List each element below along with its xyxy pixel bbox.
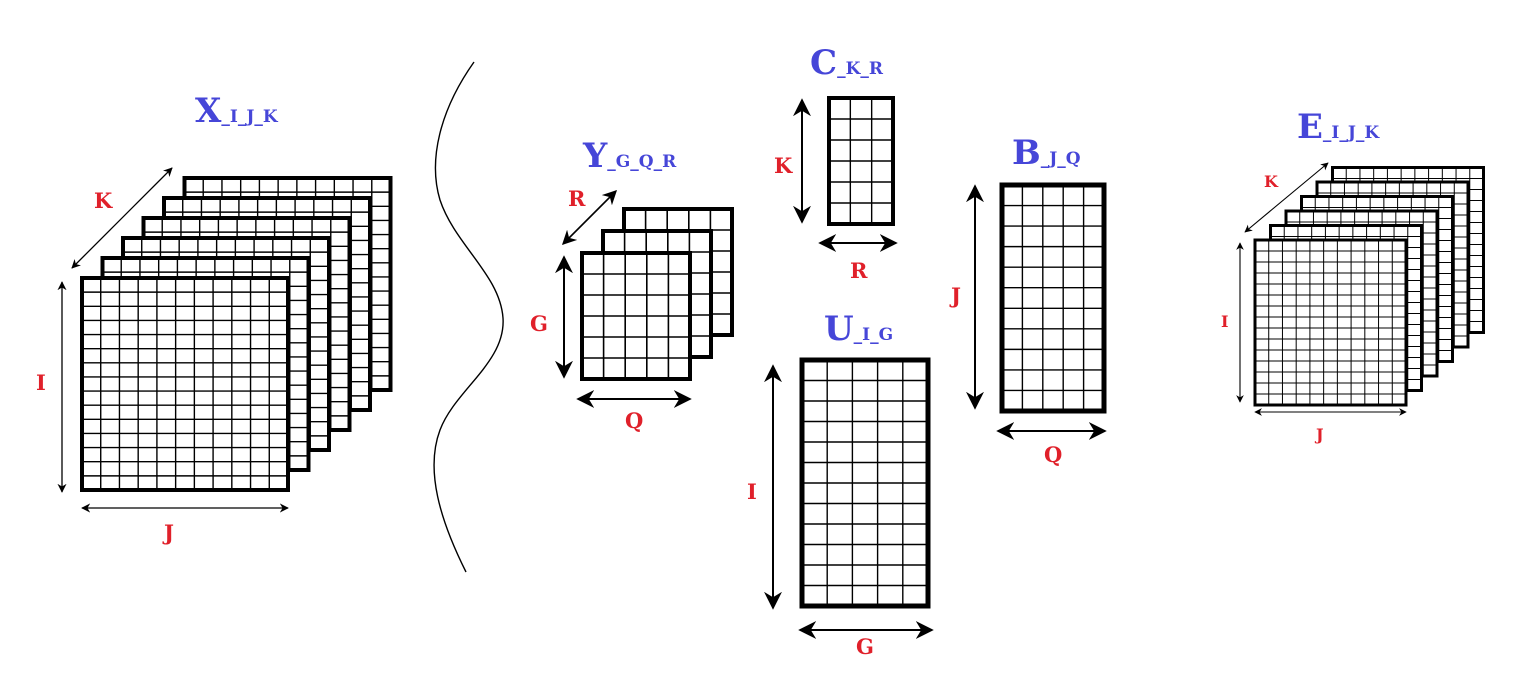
tensor-y-r-arrow bbox=[561, 189, 618, 246]
matrix-b-j-label: J bbox=[949, 283, 961, 308]
tensor-e-stack bbox=[1253, 166, 1485, 407]
matrix-b-title: B_J_Q bbox=[1012, 133, 1081, 173]
tensor-e-j-label: J bbox=[1314, 425, 1324, 444]
approx-separator-curve bbox=[433, 61, 504, 573]
tensor-y-slice bbox=[580, 251, 692, 381]
matrix-c-r-label: R bbox=[850, 258, 868, 283]
tensor-e-slice bbox=[1253, 238, 1408, 407]
tensor-x-title: X_I_J_K bbox=[195, 91, 279, 131]
tensor-y-group: Y_G_Q_R R G Q bbox=[530, 136, 734, 433]
matrix-u-title: U_I_G bbox=[824, 309, 893, 349]
matrix-c-grid bbox=[827, 96, 895, 226]
tensor-e-group: E_I_J_K K I J bbox=[1221, 107, 1485, 444]
tensor-y-stack bbox=[580, 207, 734, 381]
tensor-e-k-label: K bbox=[1264, 172, 1279, 191]
tensor-y-q-label: Q bbox=[625, 408, 643, 433]
tensor-y-g-label: G bbox=[530, 311, 548, 336]
tensor-x-k-label: K bbox=[94, 188, 113, 213]
tensor-e-i-label: I bbox=[1221, 312, 1228, 331]
tensor-x-i-label: I bbox=[36, 370, 46, 395]
tensor-x-stack bbox=[80, 176, 393, 492]
tensor-e-title: E_I_J_K bbox=[1297, 107, 1380, 147]
tensor-y-r-label: R bbox=[568, 186, 586, 211]
matrix-c-k-label: K bbox=[774, 153, 793, 178]
matrix-c-group: C_K_R K R bbox=[774, 43, 898, 283]
matrix-u-slice bbox=[799, 357, 931, 609]
tensor-x-j-label: J bbox=[162, 520, 174, 545]
matrix-c-slice bbox=[827, 96, 895, 226]
matrix-b-group: B_J_Q J Q bbox=[949, 133, 1107, 467]
tensor-y-title: Y_G_Q_R bbox=[582, 136, 677, 176]
matrix-u-group: U_I_G I G bbox=[747, 309, 934, 659]
tensor-x-k-arrow bbox=[71, 167, 173, 269]
tensor-e-k-arrow bbox=[1244, 162, 1329, 233]
matrix-b-grid bbox=[999, 182, 1107, 414]
tensor-x-group: X_I_J_K K I J bbox=[36, 91, 393, 545]
matrix-c-title: C_K_R bbox=[810, 43, 884, 83]
tensor-x-slice bbox=[80, 276, 290, 492]
matrix-u-g-label: G bbox=[856, 634, 874, 659]
matrix-b-q-label: Q bbox=[1044, 442, 1062, 467]
matrix-b-slice bbox=[999, 182, 1107, 414]
matrix-u-grid bbox=[799, 357, 931, 609]
matrix-u-i-label: I bbox=[747, 479, 757, 504]
